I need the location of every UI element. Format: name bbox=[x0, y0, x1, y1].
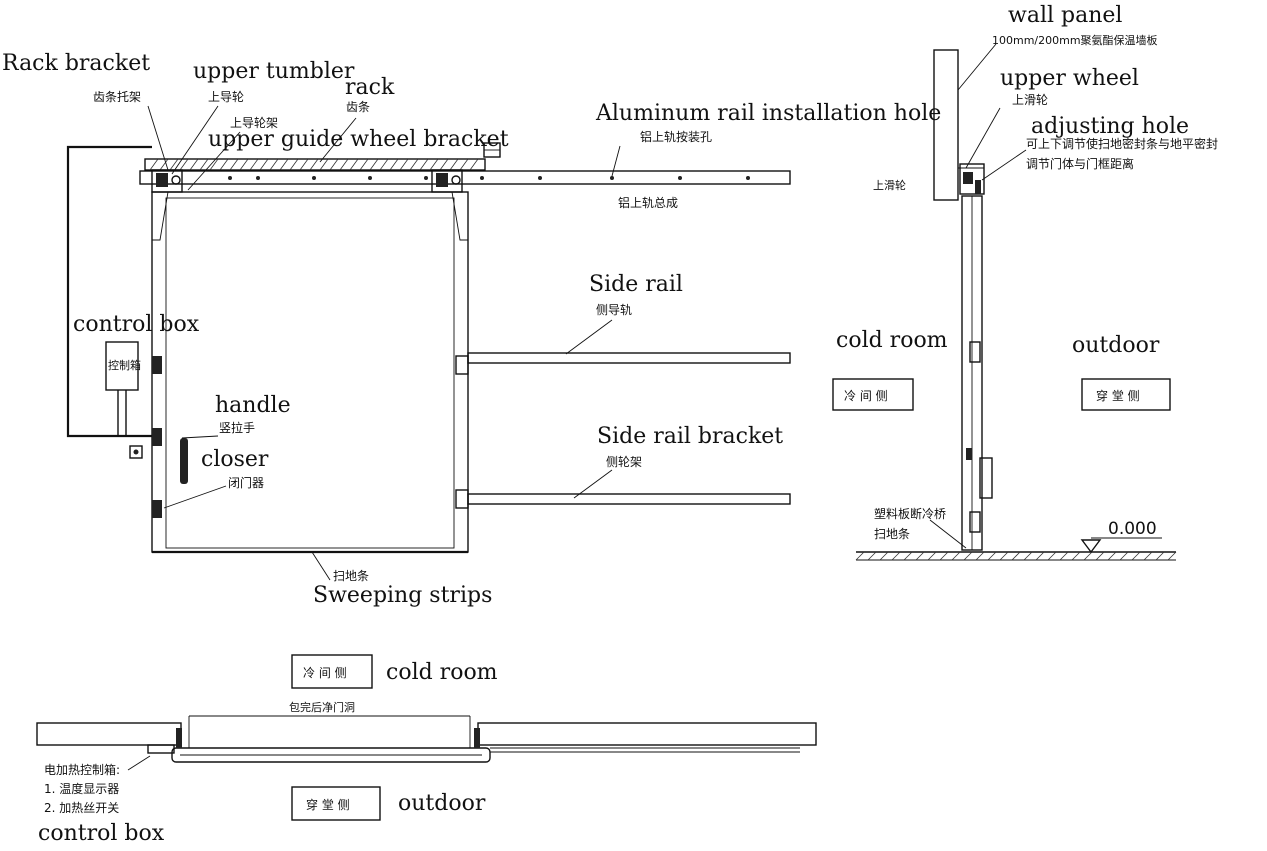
plan-wall-right bbox=[477, 722, 817, 746]
label-thermal-break-cn: 塑料板断冷桥 bbox=[874, 506, 946, 521]
label-rail-hole-cn: 铝上轨按装孔 bbox=[640, 129, 712, 144]
label-rail-hole-en: Aluminum rail installation hole bbox=[595, 101, 941, 126]
side-view: wall panel 100mm/200mm聚氨酯保温墙板 upper whee… bbox=[832, 3, 1218, 561]
plan-wall-left bbox=[36, 722, 182, 746]
label-upper-tumbler-en: upper tumbler bbox=[193, 59, 355, 84]
label-sweep-en: Sweeping strips bbox=[313, 583, 492, 608]
label-plan-outdoor-cn: 穿 堂 侧 bbox=[306, 797, 350, 812]
label-handle-en: handle bbox=[215, 393, 291, 418]
label-control-box-cn: 控制箱 bbox=[108, 358, 141, 372]
label-level: 0.000 bbox=[1108, 519, 1157, 539]
side-outdoor-box bbox=[1081, 378, 1171, 411]
front-view: Rack bracket 齿条托架 upper tumbler 上导轮 上导轮架… bbox=[2, 51, 941, 608]
label-side-rail-bracket-cn: 侧轮架 bbox=[606, 455, 642, 469]
rack-hatching bbox=[149, 158, 479, 171]
label-upper-sliding-cn: 上滑轮 bbox=[873, 178, 906, 192]
label-wall-panel-en: wall panel bbox=[1008, 3, 1122, 28]
closer-unit bbox=[152, 500, 162, 518]
door-leaf-inner bbox=[165, 197, 455, 549]
side-bracket-upper bbox=[969, 341, 981, 363]
rail-install-holes bbox=[228, 176, 750, 180]
plan-cold-room-box bbox=[291, 654, 373, 689]
label-adjusting-hole-en: adjusting hole bbox=[1031, 114, 1189, 139]
label-wall-panel-cn: 100mm/200mm聚氨酯保温墙板 bbox=[992, 33, 1158, 47]
label-heater-item2-cn: 2. 加热丝开关 bbox=[44, 801, 119, 815]
leader-lines-side bbox=[929, 43, 1027, 549]
label-heater-item1-cn: 1. 温度显示器 bbox=[44, 781, 119, 796]
label-side-rail-bracket-en: Side rail bracket bbox=[597, 424, 783, 449]
side-handle bbox=[979, 457, 993, 499]
label-rack-en: rack bbox=[345, 75, 395, 100]
label-side-cold-room-en: cold room bbox=[836, 328, 948, 353]
label-closer-cn: 闭门器 bbox=[228, 475, 264, 490]
label-plan-cold-room-cn: 冷 间 侧 bbox=[303, 666, 347, 680]
label-rack-bracket-cn: 齿条托架 bbox=[93, 90, 141, 104]
label-upper-tumbler-cn: 上导轮 bbox=[208, 90, 244, 104]
door-leaf bbox=[151, 191, 469, 553]
control-switch bbox=[129, 445, 143, 459]
side-rail-lower bbox=[455, 489, 791, 509]
label-side-outdoor-en: outdoor bbox=[1072, 333, 1160, 358]
label-control-box-en: control box bbox=[73, 312, 200, 337]
label-adjusting-hole-cn1: 可上下调节使扫地密封条与地平密封 bbox=[1026, 136, 1218, 151]
label-plan-opening-cn: 包完后净门洞 bbox=[289, 700, 355, 714]
label-upper-wheel-cn: 上滑轮 bbox=[1012, 93, 1048, 107]
vertical-handle bbox=[180, 438, 188, 484]
label-adjusting-hole-cn2: 调节门体与门框距离 bbox=[1026, 156, 1134, 171]
floor-hatching bbox=[855, 551, 1177, 561]
leader-lines-front bbox=[147, 105, 621, 581]
label-side-rail-cn: 侧导轨 bbox=[596, 303, 632, 317]
label-side-outdoor-cn: 穿 堂 侧 bbox=[1096, 388, 1140, 403]
plan-heater-box bbox=[147, 744, 175, 754]
label-handle-cn: 竖拉手 bbox=[219, 420, 255, 435]
side-bracket-lower bbox=[969, 511, 981, 533]
control-cable bbox=[66, 145, 152, 438]
aluminum-upper-rail bbox=[139, 170, 791, 185]
label-plan-control-box-en: control box bbox=[38, 821, 165, 846]
frame-bracket-upper bbox=[152, 356, 162, 374]
label-heater-box-cn: 电加热控制箱: bbox=[44, 762, 120, 777]
frame-bracket-middle bbox=[152, 428, 162, 446]
label-plan-outdoor-en: outdoor bbox=[398, 791, 486, 816]
rack-bar bbox=[144, 158, 486, 171]
level-marker bbox=[1080, 539, 1102, 554]
label-side-sweep-cn: 扫地条 bbox=[874, 527, 910, 541]
label-closer-en: closer bbox=[201, 447, 269, 472]
label-side-rail-en: Side rail bbox=[589, 272, 683, 297]
upper-wheel-bracket-left bbox=[151, 169, 183, 193]
plan-outdoor-box bbox=[291, 786, 381, 821]
upper-wheel-bracket-right bbox=[431, 169, 463, 193]
plan-view: 冷 间 侧 cold room 包完后净门洞 穿 堂 侧 outdoor 电加热… bbox=[36, 654, 817, 846]
wall-panel bbox=[933, 49, 959, 201]
label-rail-assembly-cn: 铝上轨总成 bbox=[618, 195, 678, 210]
label-upper-guide-bracket-cn: 上导轮架 bbox=[230, 116, 278, 130]
label-rack-cn: 齿条 bbox=[346, 100, 370, 114]
control-box bbox=[105, 341, 139, 391]
side-rail-upper bbox=[455, 352, 791, 375]
label-side-cold-room-cn: 冷 间 侧 bbox=[844, 389, 888, 403]
label-rack-bracket-en: Rack bracket bbox=[2, 51, 150, 76]
label-sweep-cn: 扫地条 bbox=[333, 569, 369, 583]
plan-door-leaf bbox=[171, 747, 491, 763]
label-plan-cold-room-en: cold room bbox=[386, 660, 498, 685]
label-upper-guide-bracket-en: upper guide wheel bracket bbox=[208, 127, 509, 152]
label-upper-wheel-en: upper wheel bbox=[1000, 66, 1139, 91]
side-cold-room-box bbox=[832, 378, 914, 411]
